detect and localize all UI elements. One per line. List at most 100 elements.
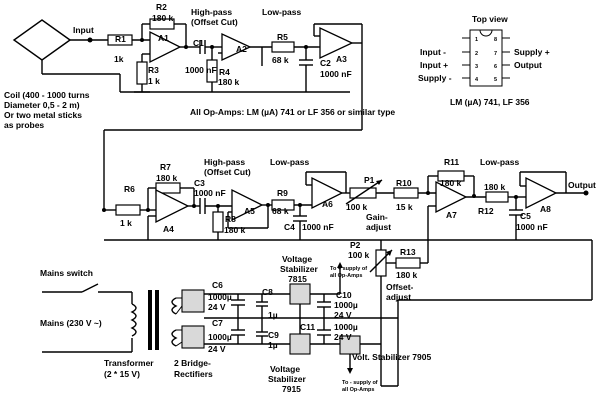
label-mains: Mains (230 V ~): [40, 318, 102, 328]
value-c10-2: 24 V: [334, 310, 352, 320]
label-c3: C3: [194, 178, 205, 188]
label-lowpass-2: Low-pass: [270, 157, 309, 167]
value-r4: 180 k: [218, 77, 240, 87]
opamp-a1: [149, 30, 182, 64]
value-c6-2: 24 V: [208, 302, 226, 312]
label-offset-2: adjust: [386, 292, 411, 302]
resistor-r8: [212, 211, 224, 233]
label-a6: A6: [322, 199, 333, 209]
label-r7: R7: [160, 162, 171, 172]
label-p2: P2: [350, 240, 361, 250]
svg-text:3: 3: [475, 64, 478, 70]
label-r10: R10: [396, 178, 412, 188]
opamp-a6: [311, 176, 344, 210]
svg-text:4: 4: [475, 77, 479, 83]
label-c4: C4: [284, 222, 295, 232]
label-c6: C6: [212, 280, 223, 290]
opamp-a5: [231, 188, 264, 222]
label-gain-1: Gain-: [366, 212, 388, 222]
resistor-r13: [395, 257, 421, 269]
label-a1: A1: [158, 33, 169, 43]
label-vs1-1: Voltage: [282, 254, 312, 264]
value-c4: 1000 nF: [302, 222, 334, 232]
value-c11-2: 24 V: [334, 332, 352, 342]
value-c8: 1µ: [268, 310, 278, 320]
voltage-stabilizer-7915: [289, 333, 311, 355]
label-a4: A4: [163, 224, 174, 234]
label-highpass-2b: (Offset Cut): [204, 167, 251, 177]
label-vs1-3: 7815: [288, 274, 307, 284]
label-a7: A7: [446, 210, 457, 220]
value-c7-1: 1000µ: [208, 332, 232, 342]
label-c9: C9: [268, 330, 279, 340]
transformer-primary: [130, 303, 137, 337]
resistor-r12: [485, 191, 509, 203]
value-r13: 180 k: [396, 270, 418, 280]
label-r6: R6: [124, 184, 135, 194]
output-terminal: [583, 190, 589, 196]
label-coil-3: Or two metal sticks: [4, 110, 82, 120]
label-a5: A5: [244, 206, 255, 216]
label-c10: C10: [336, 290, 352, 300]
svg-text:2: 2: [475, 51, 478, 57]
label-c7: C7: [212, 318, 223, 328]
label-bridge-2: Rectifiers: [174, 369, 213, 379]
value-r6: 1 k: [120, 218, 132, 228]
label-r13: R13: [400, 247, 416, 257]
value-r10: 15 k: [396, 202, 413, 212]
pinout-input-minus: Input -: [420, 47, 446, 57]
label-mains-switch: Mains switch: [40, 268, 93, 278]
resistor-r6: [115, 204, 141, 216]
label-r11: R11: [444, 157, 459, 167]
label-coil-1: Coil (400 - 1000 turns: [4, 90, 90, 100]
value-c10-1: 1000µ: [334, 300, 358, 310]
label-p1: P1: [364, 175, 375, 185]
opamp-a8: [525, 176, 558, 210]
label-vs2-2: Stabilizer: [268, 374, 306, 384]
label-c2: C2: [320, 58, 331, 68]
value-c3: 1000 nF: [194, 188, 226, 198]
value-r8: 180 k: [224, 225, 246, 235]
resistor-r3: [136, 61, 148, 85]
resistor-r5: [271, 41, 295, 53]
potentiometer-p2: [375, 249, 387, 277]
value-r2: 180 k: [152, 13, 174, 23]
label-lowpass-3: Low-pass: [480, 157, 519, 167]
label-r5: R5: [277, 32, 288, 42]
bridge-rectifier-1: [181, 289, 205, 313]
value-r1: 1k: [114, 54, 124, 64]
value-c2: 1000 nF: [320, 69, 352, 79]
value-p2: 100 k: [348, 250, 370, 260]
voltage-stabilizer-7815: [289, 283, 311, 305]
label-transformer-2: (2 * 15 V): [104, 369, 140, 379]
value-r3: 1 k: [148, 76, 160, 86]
label-vs2-1: Voltage: [270, 364, 300, 374]
label-r3: R3: [148, 65, 159, 75]
label-lowpass-1: Low-pass: [262, 7, 301, 17]
value-r7: 180 k: [156, 173, 178, 183]
label-coil-4: as probes: [4, 120, 44, 130]
label-r4: R4: [219, 67, 230, 77]
label-c11: C11: [300, 322, 315, 332]
label-highpass-1a: High-pass: [191, 7, 232, 17]
input-coil: [12, 19, 120, 75]
value-r5: 68 k: [272, 55, 289, 65]
label-a8: A8: [540, 204, 551, 214]
label-vs2-3: 7915: [282, 384, 301, 394]
value-r11: 180 k: [440, 178, 462, 188]
label-a3: A3: [336, 54, 347, 64]
label-minus-supply-2: all Op-Amps: [342, 387, 374, 393]
label-r1: R1: [115, 34, 126, 44]
label-input: Input: [73, 25, 94, 35]
value-c7-2: 24 V: [208, 344, 226, 354]
opamp-a4: [155, 188, 190, 224]
value-c1: 1000 nF: [185, 65, 217, 75]
label-vs1-2: Stabilizer: [280, 264, 318, 274]
label-r8: R8: [225, 214, 236, 224]
pinout-caption: LM (µA) 741, LF 356: [450, 97, 530, 107]
pinout-title: Top view: [472, 14, 508, 24]
value-p1: 100 k: [346, 202, 368, 212]
label-c8: C8: [262, 287, 273, 297]
